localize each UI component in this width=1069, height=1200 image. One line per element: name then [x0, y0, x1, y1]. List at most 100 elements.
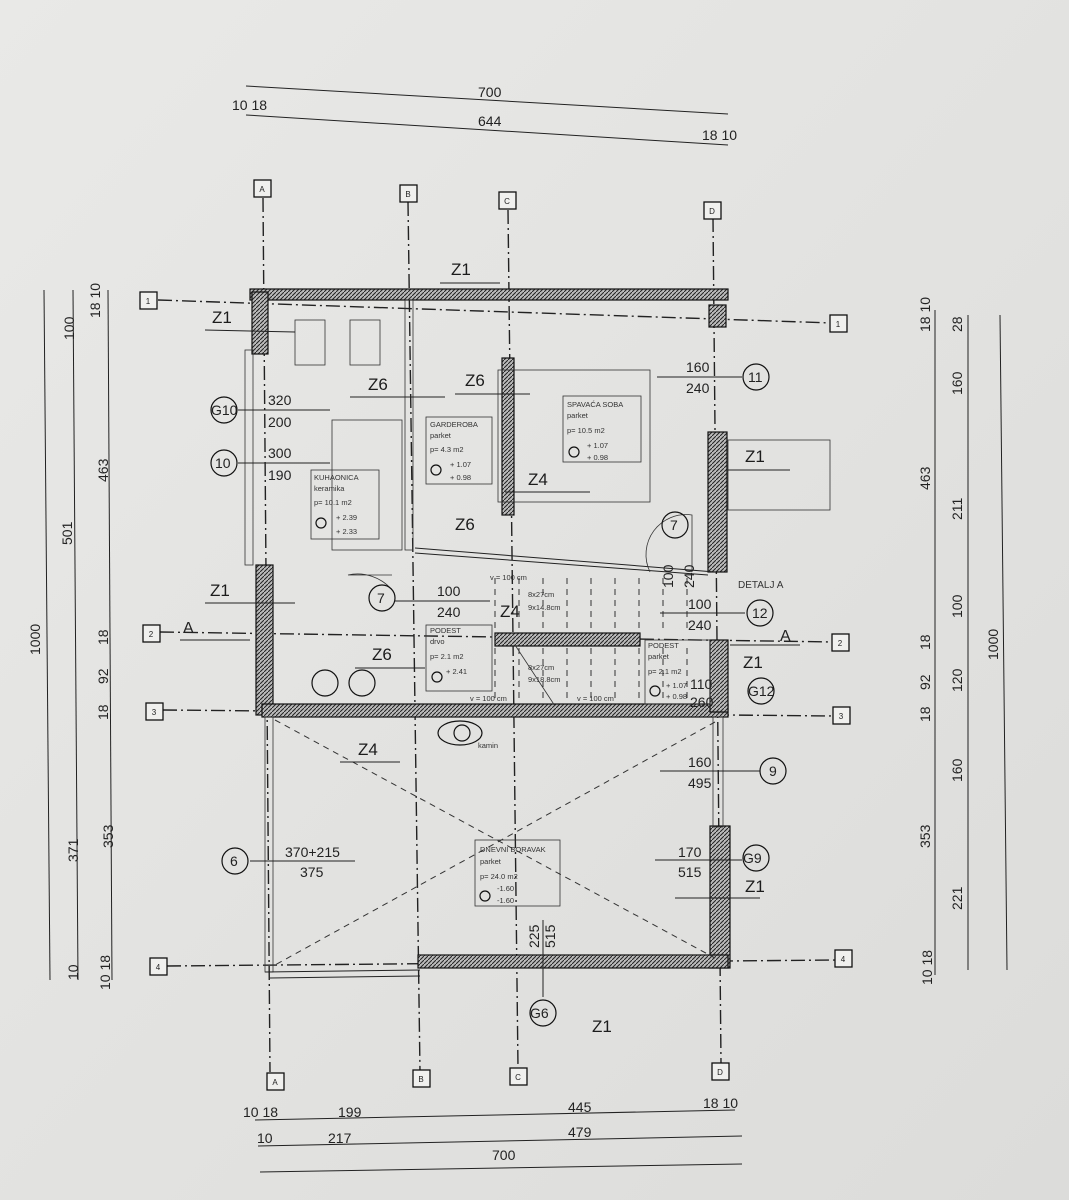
fixtures: kamin [274, 319, 831, 966]
room-label-garderoba: GARDEROBA parket p= 4.3 m2 + 1.07 + 0.98 [425, 416, 493, 485]
plan-text: parket [648, 652, 670, 661]
plan-text: 28 [949, 316, 965, 332]
plan-text: 100 [660, 564, 676, 588]
marker-11: 11 [748, 369, 763, 385]
plan-text: 240 [681, 564, 697, 588]
section-marker-left: A [183, 620, 194, 637]
plan-text: Z1 [592, 1017, 612, 1036]
plan-text: 501 [59, 521, 75, 545]
plan-text: 120 [949, 668, 965, 692]
plan-text: 18 [917, 634, 933, 650]
plan-text: Z1 [212, 308, 232, 327]
plan-text: 160 [949, 371, 965, 395]
plan-text: 240 [686, 380, 710, 396]
axis-1-left: 1 [146, 297, 151, 306]
plan-text: Z6 [372, 645, 392, 664]
plan-text: 110 [690, 676, 713, 692]
plan-text: 221 [949, 886, 965, 910]
marker-7-left: 7 [377, 590, 385, 606]
level-marker-icon [430, 464, 442, 476]
plan-text: + 2.33 [336, 527, 357, 536]
plan-text: 371 [65, 838, 81, 862]
stair-lower-label-2: 9x18.8cm [528, 675, 561, 684]
right-dimensions: 18 10 28 160 463 211 100 18 92 120 18 16… [917, 297, 1008, 985]
plan-text: + 1.07 [587, 441, 608, 450]
axis-4-right: 4 [841, 955, 846, 964]
plan-text: -1.60 [497, 896, 514, 905]
marker-g6: G6 [530, 1005, 549, 1021]
plan-text: Z6 [455, 515, 475, 534]
plan-text: p= 2.1 m2 [648, 667, 682, 676]
plan-text: Z4 [528, 470, 548, 489]
fireplace [437, 720, 483, 746]
axis-A-bottom: A [272, 1078, 278, 1087]
walls [244, 288, 731, 979]
stair-v1: v = 100 cm [490, 573, 527, 582]
axis-3-left: 3 [152, 708, 157, 717]
stair-upper-label-2: 9x14.8cm [528, 603, 561, 612]
plan-text: 92 [917, 674, 933, 690]
left-dimensions: 1000 501 371 10 18 10 100 463 18 92 18 3… [27, 283, 116, 990]
room-label-spavaca-soba: SPAVAĆA SOBA parket p= 10.5 m2 + 1.07 + … [562, 395, 642, 463]
stair-upper-label: 8x27cm [528, 590, 554, 599]
plan-text: 1000 [985, 629, 1001, 660]
axis-C-top: C [504, 197, 510, 206]
marker-10: 10 [215, 455, 231, 471]
section-marker-right: A [780, 628, 791, 645]
axis-1-right: 1 [836, 320, 841, 329]
axis-2-right: 2 [838, 639, 843, 648]
plan-text: 225 [526, 924, 542, 948]
axis-C-bottom: C [515, 1073, 521, 1082]
plan-text: 211 [949, 497, 965, 520]
plan-text: 240 [688, 617, 712, 633]
fireplace-label: kamin [478, 741, 498, 750]
plan-text: 200 [268, 414, 292, 430]
dim-top-right: 18 10 [702, 127, 737, 143]
plan-text: 160 [686, 359, 710, 375]
marker-g9: G9 [743, 850, 762, 866]
plan-text: + 0.98 [450, 473, 471, 482]
plan-text: p= 10.1 m2 [314, 498, 352, 507]
axis-3-right: 3 [839, 712, 844, 721]
room-label-podest-right: PODEST parket p= 2.1 m2 + 1.07 + 0.98 [644, 639, 711, 705]
bottom-dimensions: 10 18 199 445 18 10 10 217 479 700 [243, 1095, 743, 1173]
room-label-podest-left: PODEST drvo p= 2.1 m2 + 2.41 [425, 624, 493, 692]
plan-text: 100 [688, 596, 712, 612]
plan-text: 300 [268, 445, 292, 461]
plan-text: DNEVNI BORAVAK [480, 845, 546, 854]
plan-text: 515 [678, 864, 702, 880]
plan-text: 463 [95, 458, 111, 482]
marker-g10: G10 [211, 402, 238, 418]
plan-text: 190 [268, 467, 292, 483]
plan-text: PODEST [648, 641, 679, 650]
plan-text: GARDEROBA [430, 420, 478, 429]
plan-text: Z4 [500, 602, 520, 621]
wall-type-tags: Z1 Z1 Z6 Z6 Z4 Z6 Z1 Z1 Z4 Z6 Z1 Z4 Z1 Z… [204, 260, 790, 1036]
plan-text: -1.60 [497, 884, 514, 893]
plan-text: 18 10 [87, 283, 103, 318]
top-dimensions: 700 10 18 644 18 10 [232, 84, 737, 146]
plan-text: 700 [492, 1147, 516, 1163]
level-marker-icon [431, 671, 443, 683]
marker-12: 12 [752, 605, 768, 621]
plan-text: + 0.98 [587, 453, 608, 462]
plan-text: 320 [268, 392, 292, 408]
plan-text: Z6 [465, 371, 485, 390]
plan-text: 240 [437, 604, 461, 620]
marker-7-right: 7 [670, 517, 678, 533]
plan-text: 160 [949, 758, 965, 782]
plan-text: 370+215 [285, 844, 340, 860]
plan-text: 217 [328, 1130, 352, 1146]
plan-text: 100 [61, 316, 77, 340]
level-marker-icon [315, 517, 327, 529]
plan-text: 445 [568, 1099, 592, 1115]
axis-4-left: 4 [156, 963, 161, 972]
plan-text: + 0.98 [666, 692, 687, 701]
dim-top-left: 10 18 [232, 97, 267, 113]
plan-text: p= 2.1 m2 [430, 652, 464, 661]
axis-B-bottom: B [418, 1075, 423, 1084]
axis-D-top: D [709, 207, 715, 216]
plan-text: 375 [300, 864, 324, 880]
plan-text: 10 18 [243, 1104, 278, 1120]
